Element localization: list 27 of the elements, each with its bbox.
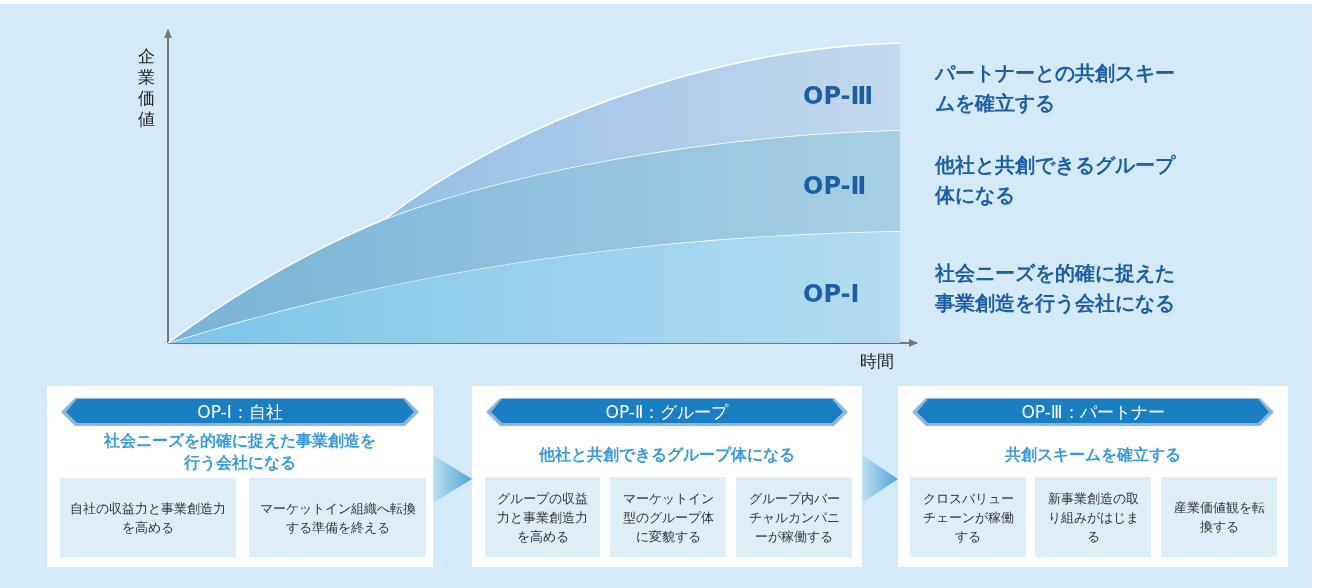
subtitle-text: 共創スキームを確立する [1004, 444, 1182, 466]
panel [47, 386, 433, 567]
step-box: 新事業創造の取り組みがはじまる [1035, 477, 1151, 557]
step-box: グループの収益力と事業創造力を高める [485, 477, 600, 557]
step-box: マーケットイン組織へ転換する準備を終える [249, 478, 426, 557]
step-box: クロスバリューチェーンが稼働する [910, 477, 1026, 557]
header-ribbon: OP-Ⅱ：グループ [486, 398, 848, 426]
subtitle-text: 社会ニーズを的確に捉えた事業創造を行う会社になる [103, 430, 377, 474]
band-label: OP-Ⅰ [803, 280, 860, 308]
subtitle-text: 他社と共創できるグループ体になる [537, 444, 796, 466]
band-label: OP-Ⅱ [803, 172, 867, 200]
description-text: パートナーとの共創スキームを確立する [935, 60, 1176, 117]
step-box: グループ内バーチャルカンパニーが稼働する [736, 477, 852, 557]
band-label: OP-Ⅲ [803, 82, 874, 110]
step-box: 産業価値観を転換する [1161, 477, 1277, 557]
axis-label: 企業価値 [138, 46, 156, 130]
axis-label: 時間 [860, 350, 894, 373]
panel [472, 386, 862, 567]
header-ribbon: OP-Ⅰ：自社 [61, 398, 419, 426]
step-box: 自社の収益力と事業創造力を高める [60, 478, 236, 557]
header-ribbon: OP-Ⅲ：パートナー [912, 398, 1274, 426]
panel [898, 386, 1288, 567]
chevron-arrow [862, 455, 898, 503]
step-box: マーケットイン型のグループ体に変貌する [610, 477, 726, 557]
chevron-arrow [433, 455, 472, 503]
description-text: 他社と共創できるグループ体になる [935, 152, 1177, 209]
description-text: 社会ニーズを的確に捉えた事業創造を行う会社になる [935, 260, 1176, 317]
